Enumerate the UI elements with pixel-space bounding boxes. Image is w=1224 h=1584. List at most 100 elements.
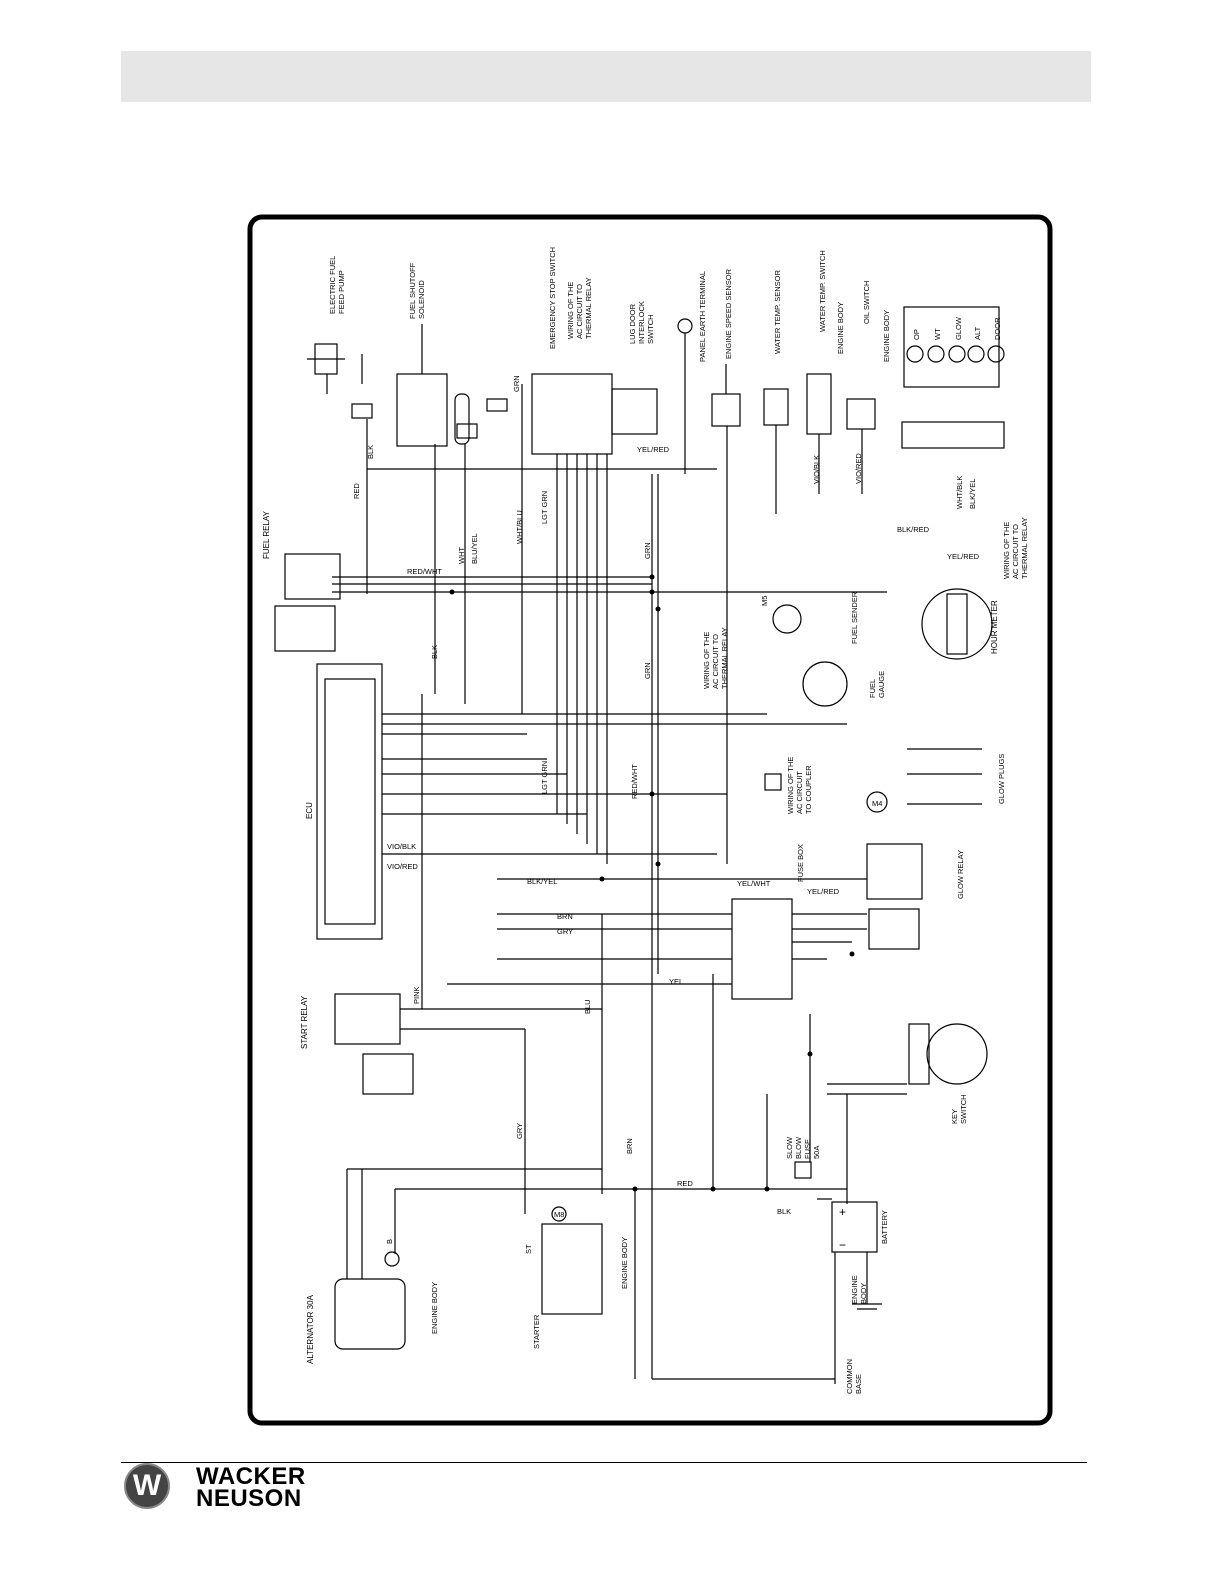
indicator-alt: ALT: [973, 326, 982, 340]
b-terminal: [384, 1251, 400, 1267]
terminal-m4: M4: [872, 799, 882, 808]
terminal-b: B: [385, 1239, 394, 1244]
terminal-m5: M5: [760, 596, 769, 606]
wire-blk-1: BLK: [366, 445, 375, 459]
label-battery: BATTERY: [880, 1210, 889, 1244]
wire-wht-blu: WHT/BLU: [515, 510, 524, 544]
label-water-temp-sensor: WATER TEMP. SENSOR: [773, 270, 782, 354]
label-engine-body-1: ENGINE BODY: [836, 302, 845, 354]
label-fuse-box: FUSE BOX: [796, 844, 805, 882]
glow-plugs-symbol: [907, 748, 982, 805]
label-glow-relay: GLOW RELAY: [956, 850, 965, 899]
indicator-wt: WT: [933, 328, 942, 340]
panel-earth-terminal: [677, 318, 693, 334]
wire-wht: WHT: [457, 547, 466, 564]
wire-blk-3: BLK: [777, 1207, 791, 1216]
label-engine-body-batt: ENGINEBODY: [850, 1275, 868, 1304]
alternator-symbol: [334, 1278, 406, 1350]
footer-rule: [121, 1462, 1087, 1463]
wire-grn-2: GRN: [643, 542, 652, 559]
wire-red-wht-2: RED/WHT: [630, 764, 639, 799]
wiring-diagram: ELECTRIC FUELFEED PUMP FUEL SHUTOFFSOLEN…: [247, 214, 1053, 1426]
label-starter: STARTER: [532, 1314, 541, 1349]
brand-line-1: WACKER: [196, 1463, 306, 1490]
label-estop-thermal: WIRING OF THEAC CIRCUIT TOTHERMAL RELAY: [566, 277, 593, 339]
label-engine-speed: ENGINE SPEED SENSOR: [724, 268, 733, 359]
label-engine-body-starter: ENGINE BODY: [620, 1237, 629, 1289]
label-engine-body-2: ENGINE BODY: [882, 310, 891, 362]
m4-terminal: [866, 791, 888, 813]
wire-blk-yel: BLK/YEL: [527, 877, 557, 886]
wire-pink: PINK: [412, 986, 421, 1004]
wire-blu-yel: BLU/YEL: [470, 533, 479, 564]
wire-blu: BLU: [583, 999, 592, 1014]
battery-symbol: [831, 1201, 878, 1253]
wacker-neuson-logo-icon: W: [124, 1463, 170, 1509]
wire-vio-blk-2: VIO/BLK: [812, 455, 821, 484]
label-panel-earth: PANEL EARTH TERMINAL: [698, 271, 707, 362]
fuse-box: [731, 898, 793, 1000]
starter-symbol: [541, 1223, 603, 1315]
wire-vio-red: VIO/RED: [387, 862, 418, 871]
m8-terminal: [551, 1206, 567, 1222]
label-oil-switch: OIL SWITCH: [862, 281, 871, 324]
wire-vio-red-2: VIO/RED: [854, 453, 863, 484]
water-temp-switch-symbol: [806, 373, 832, 435]
key-switch-symbol: [926, 1023, 988, 1085]
wire-grn-3: GRN: [643, 662, 652, 679]
wire-blk-red: BLK/RED: [897, 525, 930, 534]
fuel-relay-symbol: [284, 553, 341, 600]
indicator-op: OP: [912, 329, 921, 340]
ecu-box: [316, 663, 383, 940]
coupler-symbol: [764, 773, 782, 791]
wire-wht-blk: WHT/BLK: [955, 476, 964, 509]
wire-yel-red-2: YEL/RED: [947, 552, 980, 561]
engine-speed-sensor-symbol: [711, 393, 741, 427]
terminal-m8: M8: [554, 1210, 564, 1219]
hour-meter-symbol: [921, 588, 993, 660]
label-ecu: ECU: [305, 802, 314, 819]
indicator-door: DOOR: [993, 317, 1002, 340]
estop-switch-box: [531, 373, 613, 455]
wire-brn-2: BRN: [625, 1138, 634, 1154]
wire-gry: GRY: [557, 927, 573, 936]
start-relay-symbol: [334, 993, 401, 1045]
label-engine-body-alt: ENGINE BODY: [430, 1282, 439, 1334]
fuel-sender-symbol: [772, 604, 802, 634]
wire-red-2: RED: [677, 1179, 693, 1188]
wire-yel: YEL: [669, 977, 683, 986]
wire-yel-red-3: YEL/RED: [637, 445, 670, 454]
glow-relay-symbol: [866, 843, 923, 900]
brand-line-2: NEUSON: [196, 1485, 302, 1512]
wire-vio-blk: VIO/BLK: [387, 842, 416, 851]
wire-lgt-grn: LGT GRN: [540, 491, 549, 524]
wire-red-1: RED: [352, 483, 361, 499]
wire-brn: BRN: [557, 912, 573, 921]
label-common-base: COMMONBASE: [845, 1359, 863, 1394]
label-alternator: ALTERNATOR 30A: [306, 1294, 315, 1364]
label-fuel-shutoff: FUEL SHUTOFFSOLENOID: [408, 262, 426, 319]
label-water-temp-switch: WATER TEMP. SWITCH: [818, 250, 827, 332]
label-key-switch: KEYSWITCH: [950, 1094, 968, 1124]
wire-red-wht: RED/WHT: [407, 567, 442, 576]
label-fuel-gauge: FUELGAUGE: [868, 671, 886, 698]
label-glow-plugs: GLOW PLUGS: [997, 754, 1006, 804]
fuel-gauge-symbol: [802, 661, 848, 707]
label-estop: EMERGENCY STOP SWITCH: [548, 247, 557, 349]
wire-gry-2: GRY: [515, 1123, 524, 1139]
wire-lgt-grn2: LGT GRN: [540, 761, 549, 794]
slow-blow-fuse: [794, 1161, 812, 1179]
water-temp-sensor-symbol: [763, 388, 789, 426]
terminal-minus: −: [839, 1238, 846, 1252]
label-slow-blow: SLOWBLOWFUSE50A: [785, 1136, 821, 1159]
wire-yel-wht: YEL/WHT: [737, 879, 771, 888]
label-fuel-sender: FUEL SENDER: [850, 591, 859, 644]
terminal-st: ST: [524, 1244, 533, 1254]
label-gauge-thermal: WIRING OF THEAC CIRCUIT TOTHERMAL RELAY: [702, 627, 729, 689]
label-coupler: WIRING OF THEAC CIRCUITTO COUPLER: [786, 757, 813, 814]
label-lug-door: LUG DOORINTERLOCKSWITCH: [628, 301, 655, 344]
fuel-shutoff-solenoid-symbol: [396, 324, 478, 447]
wire-blk-yel-2: BLK/YEL: [968, 479, 977, 509]
oil-switch-symbol: [846, 398, 876, 430]
label-start-relay: START RELAY: [300, 995, 309, 1049]
